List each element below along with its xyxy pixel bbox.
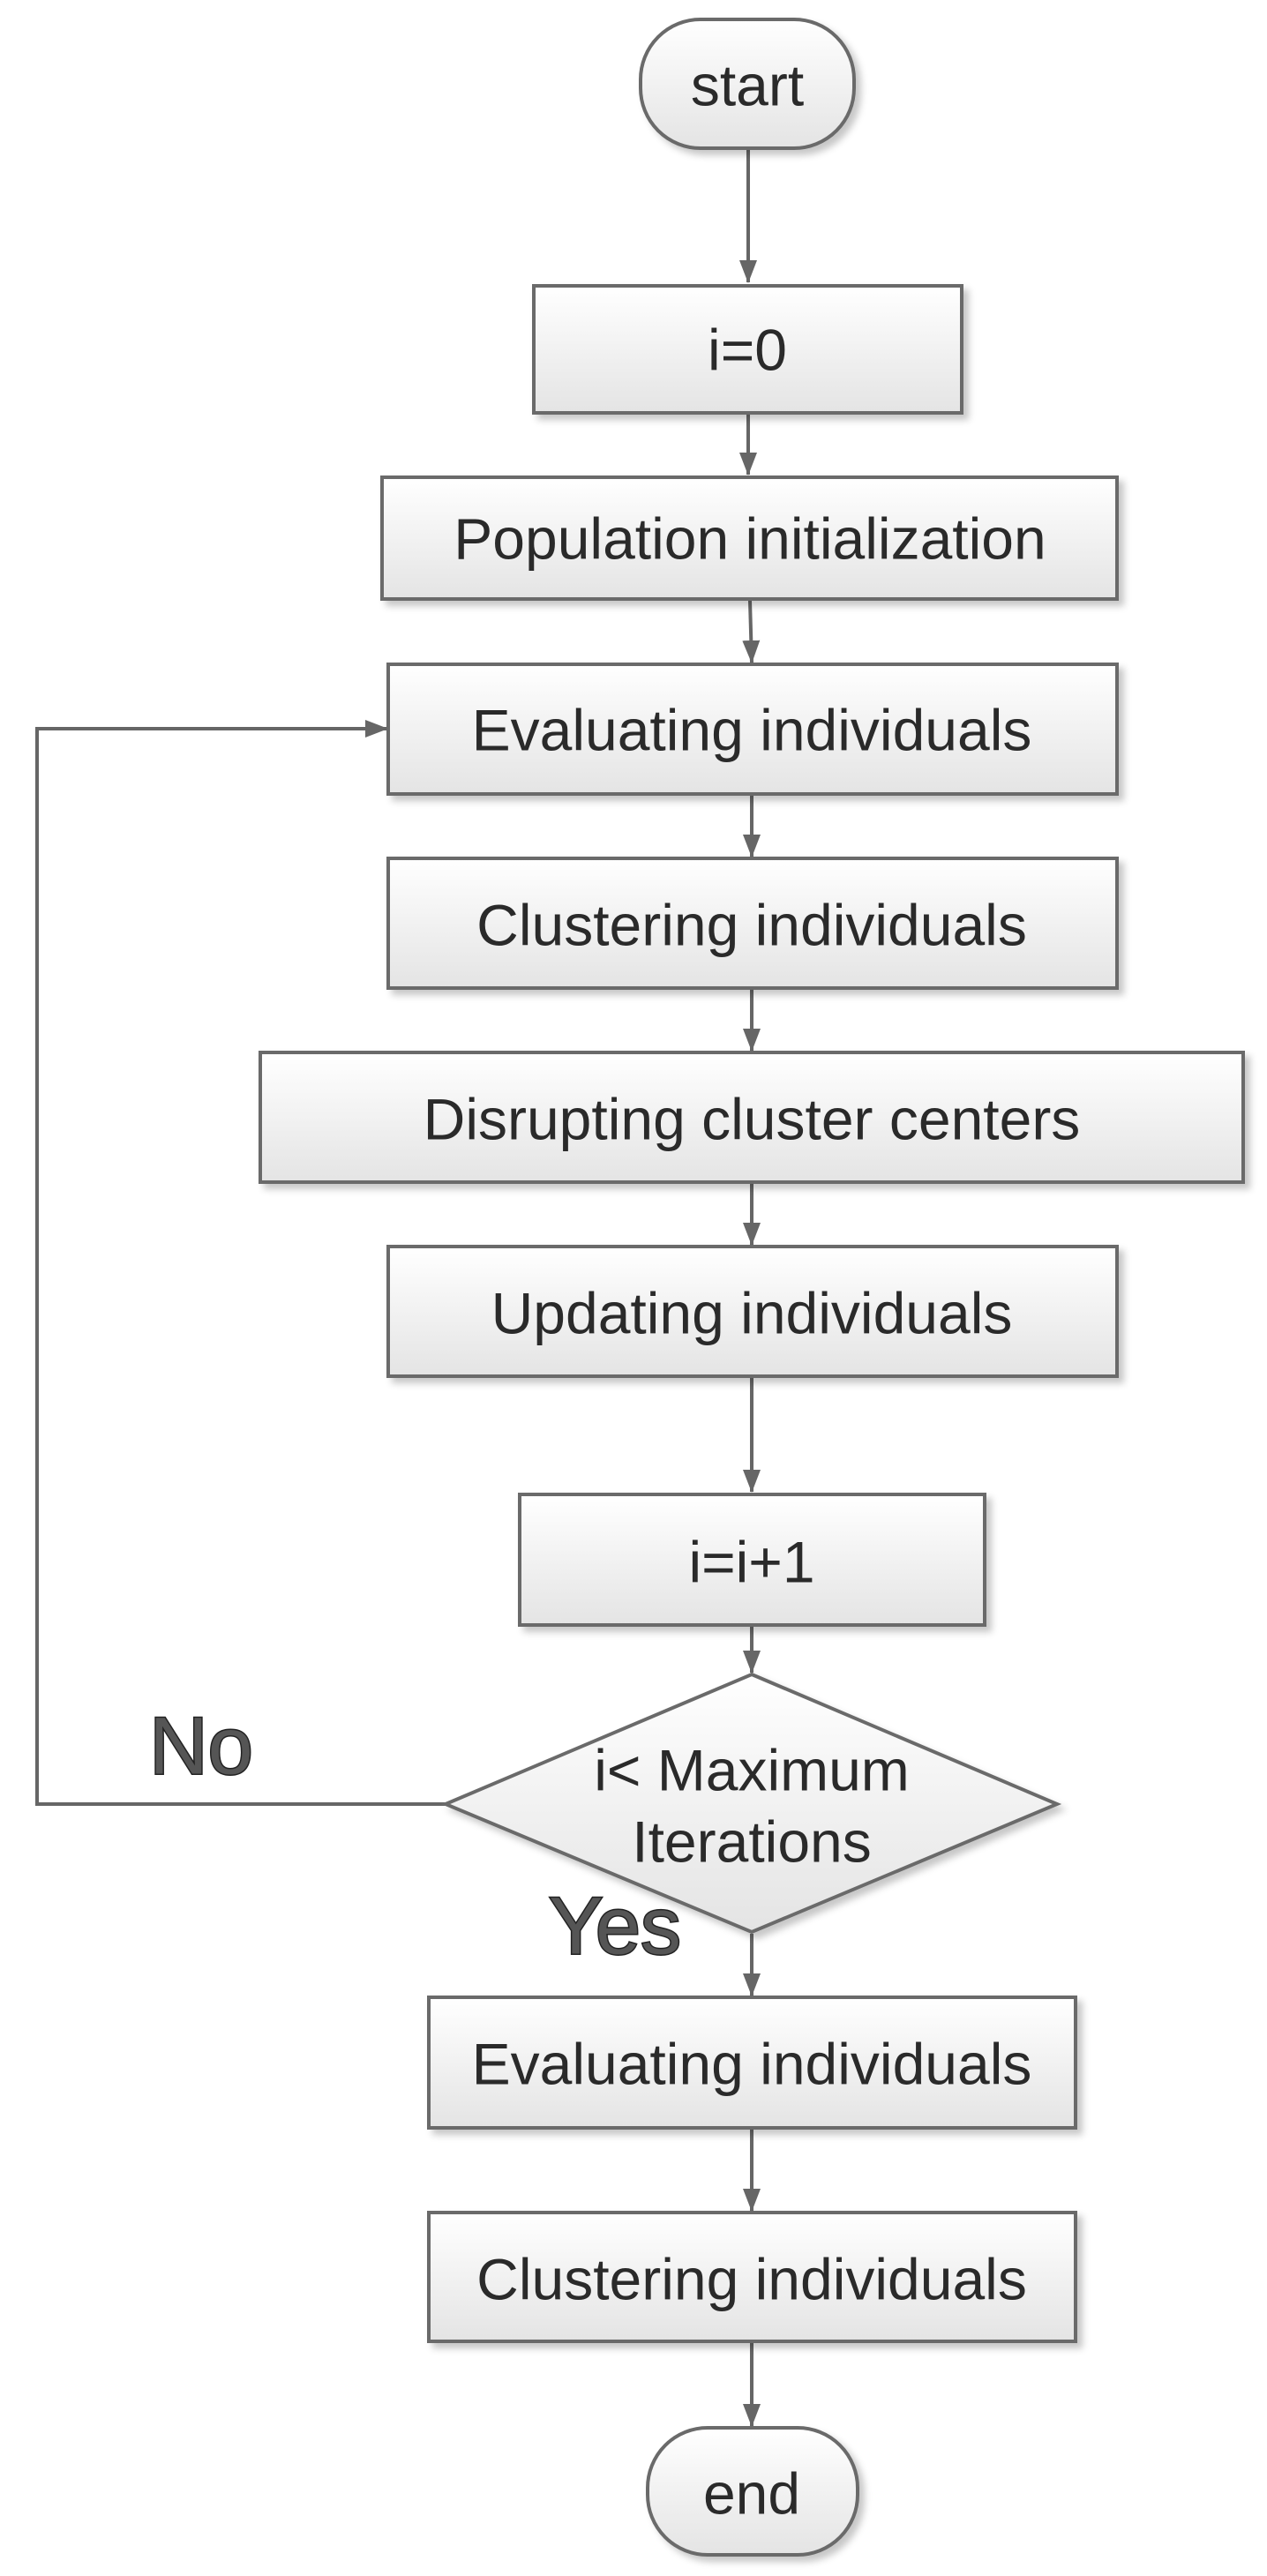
node-cluster-2-label: Clustering individuals: [476, 2246, 1027, 2311]
edge-label-no: No: [149, 1701, 253, 1791]
edges: [35, 150, 761, 2427]
node-cluster-2: [427, 2211, 1077, 2343]
node-evaluate-2: [427, 1996, 1077, 2130]
node-init-counter-label: i=0: [708, 317, 787, 382]
node-evaluate-1: [386, 663, 1119, 796]
node-init-counter: [532, 284, 963, 415]
node-population-init-label: Population initialization: [454, 505, 1046, 571]
edge-label-yes: Yes: [549, 1881, 681, 1971]
edge-population-to-evaluate: [742, 600, 761, 663]
node-decision-label-line1: i< Maximum: [594, 1737, 910, 1802]
node-population-init: [380, 476, 1119, 601]
node-increment-label: i=i+1: [688, 1529, 814, 1594]
node-cluster-1-label: Clustering individuals: [476, 892, 1027, 957]
node-evaluate-2-label: Evaluating individuals: [472, 2031, 1032, 2096]
node-evaluate-1-label: Evaluating individuals: [472, 697, 1032, 762]
edge-loop-no: [35, 720, 446, 1806]
node-cluster-1: [386, 857, 1119, 990]
node-disrupt: [259, 1051, 1245, 1184]
node-decision-label-line2: Iterations: [632, 1808, 871, 1874]
node-end-label: end: [703, 2460, 800, 2526]
node-update: [386, 1245, 1119, 1378]
node-disrupt-label: Disrupting cluster centers: [424, 1086, 1081, 1151]
node-start: [639, 18, 856, 150]
node-decision: [440, 1672, 1062, 1935]
node-increment: [518, 1493, 986, 1627]
node-start-label: start: [691, 52, 804, 117]
node-update-label: Updating individuals: [491, 1280, 1013, 1345]
node-end: [646, 2426, 859, 2557]
